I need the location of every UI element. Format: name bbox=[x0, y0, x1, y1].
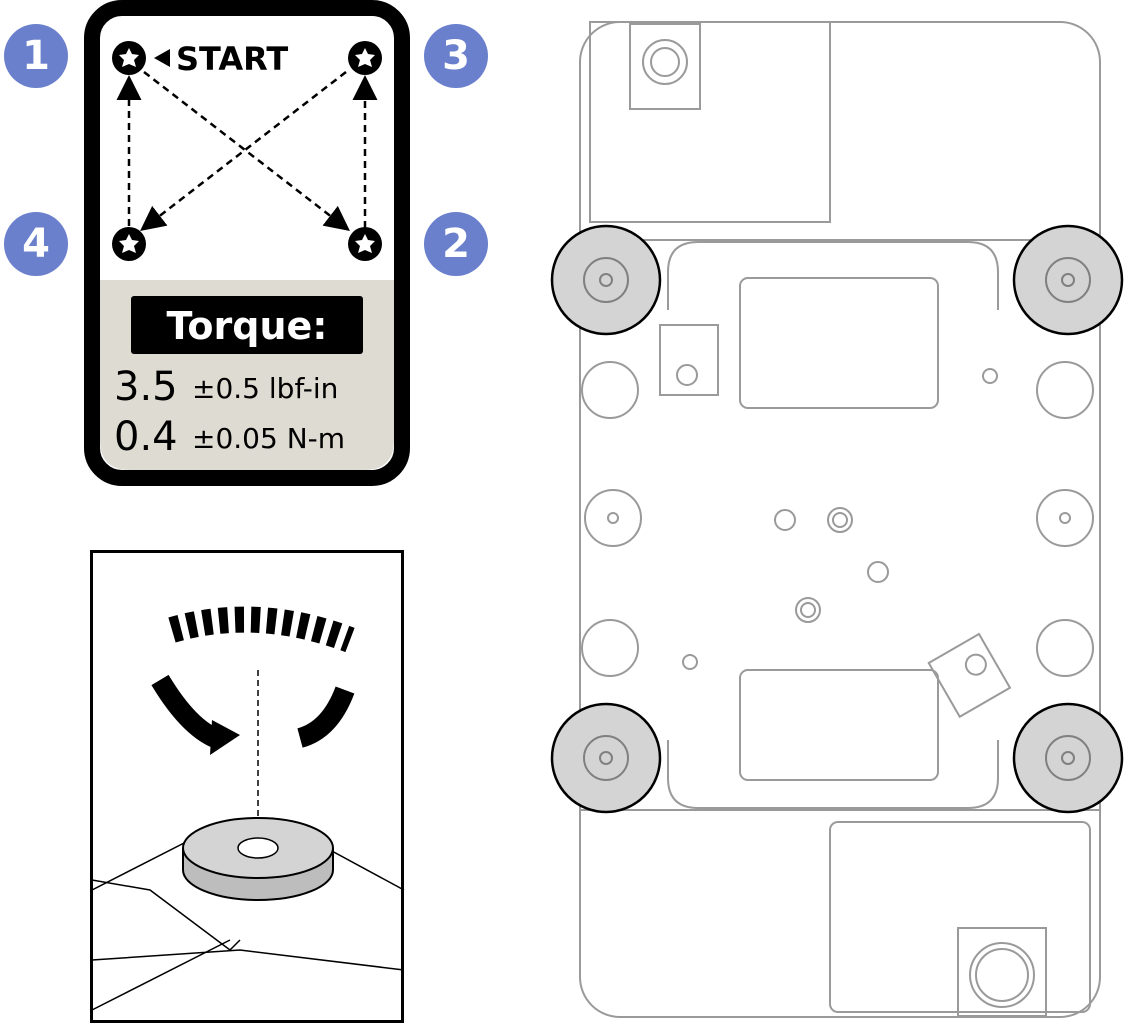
start-pointer-icon bbox=[154, 49, 170, 67]
rotation-arrow-icon bbox=[151, 606, 355, 755]
torque-title: Torque: bbox=[167, 304, 328, 348]
highlighted-screws bbox=[550, 224, 1124, 814]
torque-value-imperial: 3.5 bbox=[114, 364, 178, 410]
screw-top-right bbox=[1012, 224, 1124, 336]
screw-bottom-right bbox=[1012, 702, 1124, 814]
cold-plate-drawing bbox=[550, 21, 1124, 1018]
screw-1-icon bbox=[112, 41, 146, 75]
step-badge-4: 4 bbox=[4, 212, 68, 276]
screw-head bbox=[182, 817, 334, 901]
screw-4-icon bbox=[112, 227, 146, 261]
screw-tightening-illustration bbox=[90, 550, 405, 1023]
step-badge-3: 3 bbox=[424, 24, 488, 88]
start-label: START bbox=[176, 40, 288, 78]
screw-symbols bbox=[112, 41, 382, 261]
screw-2-icon bbox=[348, 227, 382, 261]
torque-tolerance-imperial: ±0.5 lbf-in bbox=[192, 372, 338, 405]
step-badge-2: 2 bbox=[424, 212, 488, 276]
step-badge-1: 1 bbox=[4, 24, 68, 88]
screw-top-left bbox=[550, 224, 662, 336]
torque-tolerance-metric: ±0.05 N-m bbox=[192, 422, 345, 455]
torque-value-metric: 0.4 bbox=[114, 414, 178, 460]
screw-3-icon bbox=[348, 41, 382, 75]
torque-sequence-card: START Torque: 3.5 ±0.5 lbf-in 0.4 ±0.05 … bbox=[84, 0, 410, 486]
screw-bottom-left bbox=[550, 702, 662, 814]
